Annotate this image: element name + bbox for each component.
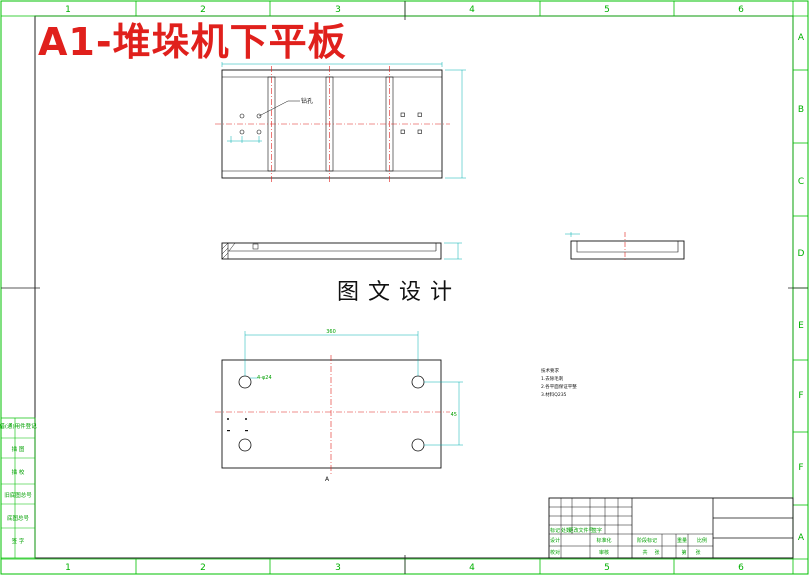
left-stamp-column: 借(通)用件登记 描 图 描 校 旧底图总号 底图总号 签 字	[0, 417, 37, 559]
col-label-6-top: 6	[738, 5, 744, 15]
bottom-plan-view: 360 45 4-φ24 A	[215, 329, 463, 483]
row-label-e: E	[798, 321, 804, 331]
row-label-d: D	[798, 249, 805, 259]
stamp-label-6: 签 字	[12, 537, 25, 545]
col-label-4-top: 4	[469, 5, 475, 15]
tb-cell-15: 张	[695, 549, 700, 556]
tb-cell-2: 处数	[561, 527, 571, 534]
top-view-leader-text: 钻孔	[301, 97, 313, 105]
tb-cell-10: 重量	[677, 537, 687, 544]
tech-note-line-1: 1.去除毛刺	[541, 375, 564, 382]
col-label-1-bottom: 1	[65, 563, 71, 573]
col-label-1-top: 1	[65, 5, 71, 15]
col-label-5-top: 5	[604, 5, 610, 15]
stamp-label-3: 描 校	[12, 468, 25, 476]
stamp-label-4: 旧底图总号	[4, 491, 32, 499]
tb-cell-1: 标记	[550, 527, 560, 534]
tb-cell-9: 阶段标记	[637, 537, 657, 544]
col-label-4-bottom: 4	[469, 563, 475, 573]
bottom-view-dim-top: 360	[326, 329, 336, 335]
top-view: 钻孔	[215, 62, 466, 182]
watermark-text: 图文设计	[337, 280, 462, 305]
row-label-a: A	[798, 33, 805, 43]
row-label-f-lower: F	[798, 463, 803, 473]
row-label-a-lower: A	[798, 533, 805, 543]
section-label-a: A	[325, 476, 330, 483]
technical-requirements: 技术要求 1.去除毛刺 2.各平面保证平整 3.材料Q235	[541, 367, 577, 398]
title-block: 标记 处数 更改文件号 签字 设计 标准化 校对 审核 阶段标记 重量 比例 共…	[548, 497, 794, 559]
row-label-b: B	[798, 105, 804, 115]
tb-cell-8: 审核	[599, 549, 609, 556]
col-label-3-top: 3	[335, 5, 341, 15]
tb-cell-12: 共	[642, 549, 647, 556]
front-section-view	[221, 242, 462, 260]
col-label-2-bottom: 2	[200, 563, 206, 573]
bottom-view-hole-callout: 4-φ24	[257, 375, 272, 381]
row-label-c: C	[798, 177, 804, 187]
tb-cell-7: 校对	[550, 549, 560, 556]
tb-cell-6: 标准化	[596, 537, 611, 544]
tb-cell-5: 设计	[550, 537, 560, 544]
col-label-5-bottom: 5	[604, 563, 610, 573]
drawing-title: A1-堆垛机下平板	[38, 20, 347, 64]
tb-cell-3: 更改文件号	[568, 527, 593, 534]
tech-note-line-3: 3.材料Q235	[541, 391, 567, 398]
side-detail-view	[565, 232, 685, 262]
tech-note-line-2: 2.各平面保证平整	[541, 383, 577, 390]
col-label-2-top: 2	[200, 5, 206, 15]
bottom-view-dim-right: 45	[451, 412, 457, 418]
tb-cell-4: 签字	[592, 527, 602, 534]
stamp-label-1: 借(通)用件登记	[0, 422, 37, 430]
stamp-label-2: 描 图	[12, 445, 25, 453]
tb-cell-11: 比例	[697, 537, 707, 544]
col-label-3-bottom: 3	[335, 563, 341, 573]
tb-cell-13: 张	[654, 549, 659, 556]
stamp-label-5: 底图总号	[7, 514, 30, 522]
col-label-6-bottom: 6	[738, 563, 744, 573]
tb-cell-14: 第	[681, 549, 686, 556]
tech-notes-heading: 技术要求	[541, 367, 559, 374]
row-label-f-upper: F	[798, 391, 803, 401]
